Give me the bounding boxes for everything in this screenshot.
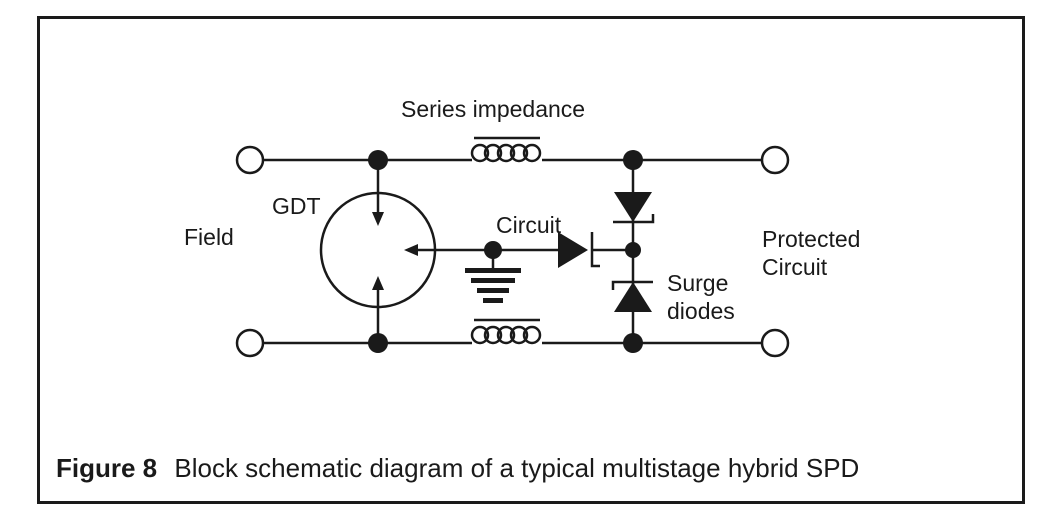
gdt-top-arrow: [372, 212, 384, 226]
surge-label-line2: diodes: [667, 298, 735, 324]
field-label: Field: [184, 224, 234, 250]
circuit-diode-cathode: [590, 232, 600, 268]
junction-dot: [625, 242, 641, 258]
junction-dot: [368, 150, 388, 170]
field-terminal-bottom: [235, 328, 265, 358]
surge-diode-lower: [614, 282, 652, 312]
junction-dot: [368, 333, 388, 353]
protected-label-line2: Circuit: [762, 254, 828, 280]
circuit-label: Circuit: [496, 212, 562, 238]
protected-label-line1: Protected: [762, 226, 860, 252]
field-terminal-top: [235, 145, 265, 175]
surge-label-line1: Surge: [667, 270, 728, 296]
protected-terminal-bottom: [760, 328, 790, 358]
ground-icon: [465, 268, 521, 303]
circuit-diode: [558, 232, 588, 268]
series-inductor-bottom: [470, 318, 542, 345]
series-inductor-top: [470, 136, 542, 163]
junction-dot: [484, 241, 502, 259]
protected-terminal-top: [760, 145, 790, 175]
gdt-label: GDT: [272, 193, 321, 219]
surge-diode-upper-cathode: [613, 214, 655, 224]
gdt-ground-arrow: [404, 244, 418, 256]
figure-caption: Figure 8 Block schematic diagram of a ty…: [56, 453, 859, 484]
surge-diode-lower-cathode: [611, 280, 653, 290]
surge-diode-upper: [614, 192, 652, 222]
series-impedance-label: Series impedance: [401, 96, 585, 122]
junction-dot: [623, 150, 643, 170]
figure-number: Figure 8: [56, 453, 158, 483]
junction-dot: [623, 333, 643, 353]
figure-frame: [37, 16, 1025, 504]
gdt-bottom-arrow: [372, 276, 384, 290]
caption-text: Block schematic diagram of a typical mul…: [174, 453, 860, 483]
